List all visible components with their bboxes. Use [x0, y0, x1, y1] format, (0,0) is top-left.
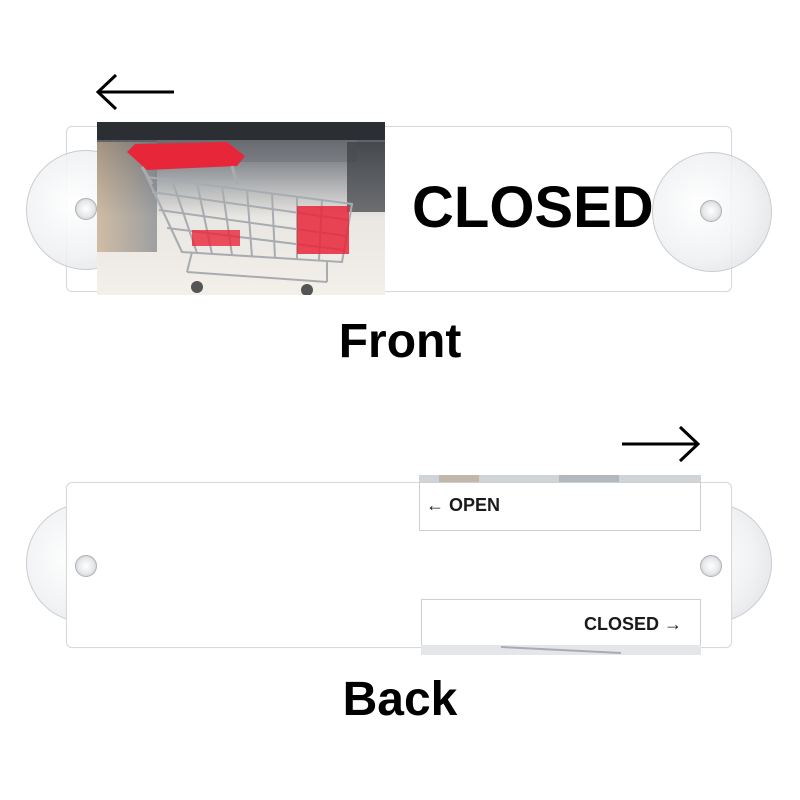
open-window-photo-strip: [419, 475, 701, 485]
closed-window-label: CLOSED →: [584, 614, 682, 635]
closed-window-photo-strip: [421, 645, 701, 655]
closed-label-text: CLOSED: [584, 614, 660, 634]
open-window-label: ← OPEN: [426, 495, 500, 516]
back-left-suction-knob: [75, 555, 97, 577]
front-caption: Front: [338, 315, 462, 368]
open-arrow-icon: ←: [426, 495, 444, 515]
closed-arrow-icon: →: [664, 614, 683, 634]
closed-window: [421, 599, 701, 648]
open-label-text: OPEN: [449, 495, 501, 515]
front-left-suction-knob: [75, 198, 97, 220]
arrow-right-icon: [622, 425, 701, 463]
shopping-cart-photo: [97, 122, 385, 295]
arrow-left-icon: [95, 73, 174, 111]
front-sign-text: CLOSED: [412, 175, 654, 240]
back-right-suction-knob: [700, 555, 722, 577]
back-caption: Back: [342, 673, 458, 726]
front-right-suction-knob: [700, 200, 722, 222]
open-window: [419, 482, 701, 531]
